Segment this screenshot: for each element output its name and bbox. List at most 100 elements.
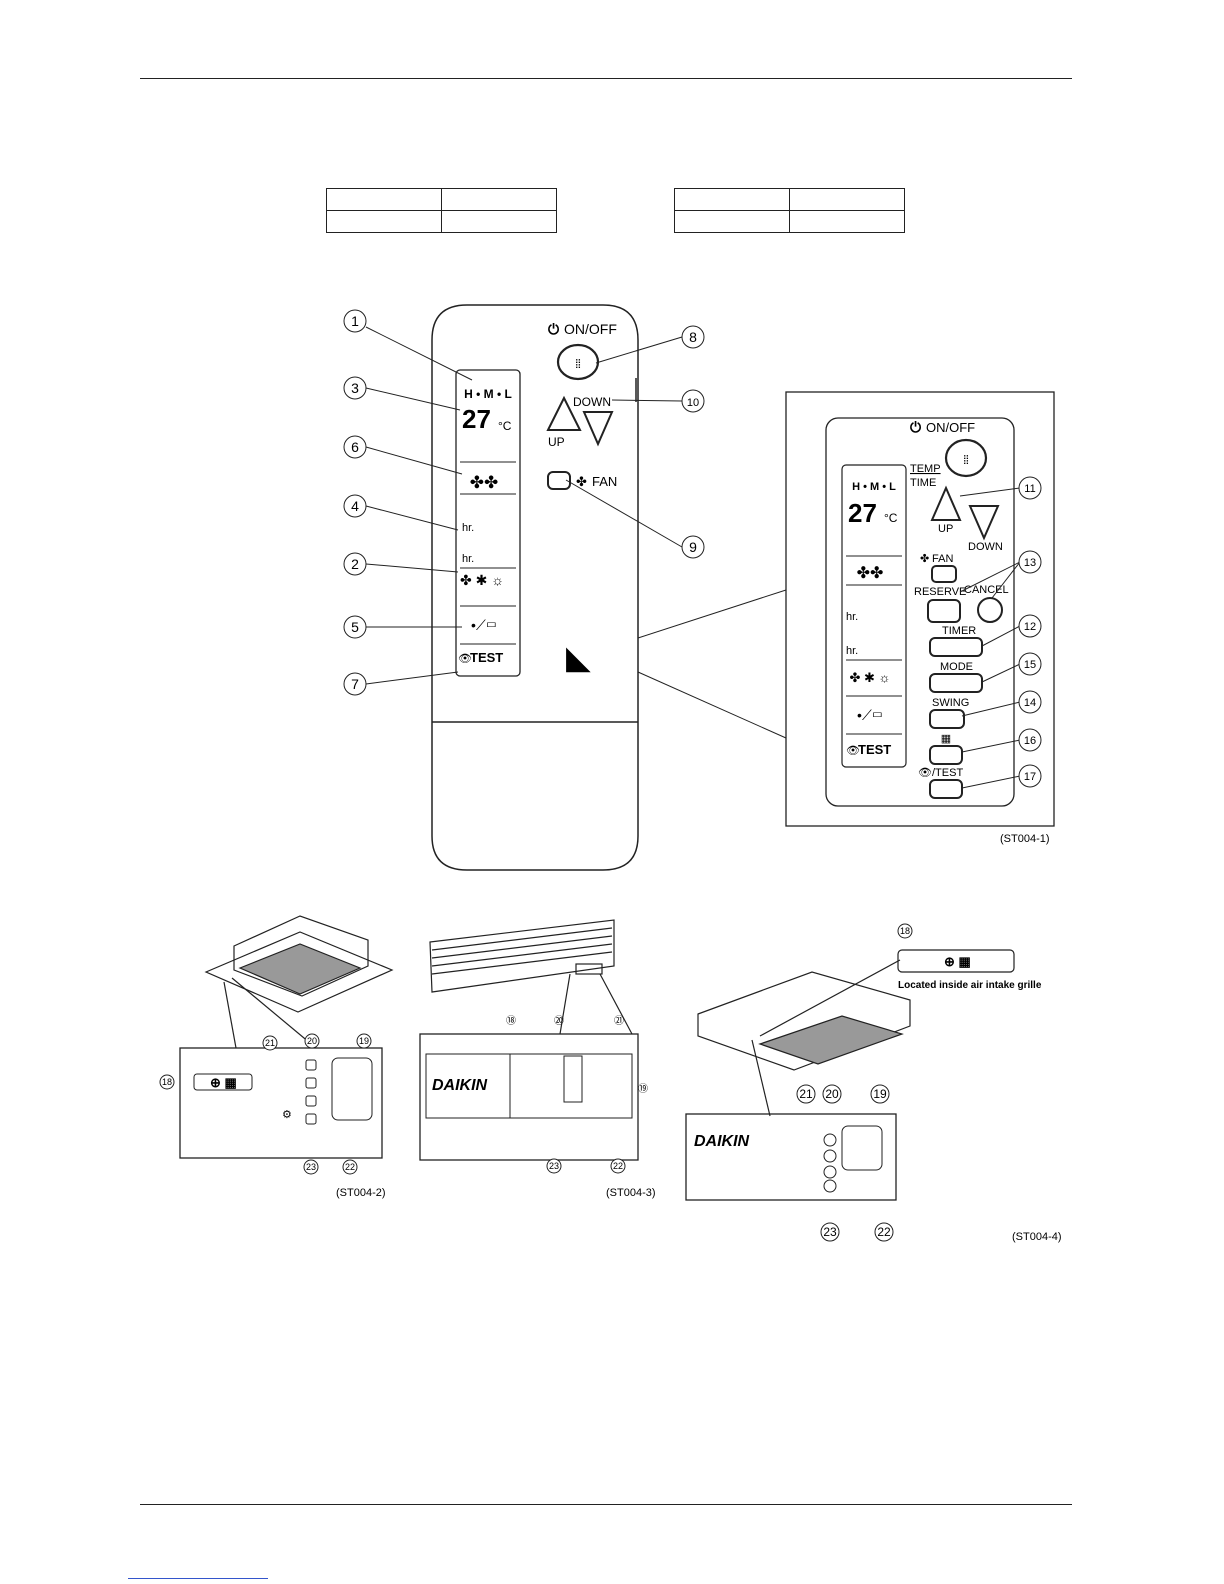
temp-down-button[interactable] <box>582 411 614 447</box>
fan-level-text: H • M • L <box>852 481 896 493</box>
brand-logo: DAIKIN <box>432 1077 488 1094</box>
up-label: UP <box>938 523 953 535</box>
dot-grid-icon: ⣿ <box>575 358 582 368</box>
callout-2: 2 <box>351 556 359 572</box>
ceiling-unit <box>697 959 911 1117</box>
cassette-unit <box>204 915 394 1049</box>
receiver-area <box>331 1057 373 1121</box>
callout-16: 16 <box>1024 735 1036 747</box>
indicator-lamp <box>305 1077 317 1089</box>
fan-level-text: H • M • L <box>464 387 512 401</box>
grid-icon: ▦ <box>941 733 951 745</box>
callout-9: 9 <box>689 539 697 555</box>
callout-8: 8 <box>689 329 697 345</box>
test-button[interactable] <box>929 779 963 799</box>
plus-icon: ⊕ ▦ <box>944 954 971 969</box>
receiver-window <box>897 949 1015 973</box>
dot-grid-icon: ⣿ <box>963 454 970 464</box>
cassette-display-panel <box>179 1047 383 1159</box>
callout-18: 18 <box>162 1077 172 1087</box>
status-icons: ⚙ <box>282 1109 292 1121</box>
brand-logo-icon: ◣ <box>565 642 591 675</box>
callout-6: 6 <box>351 439 359 455</box>
footer-rule <box>140 1504 1072 1505</box>
info-table-right <box>674 188 905 233</box>
lcd-panel: H • M • L 27 °C hr. hr. ✤✤ ✤ ✱ ☼ •⟋▭ TES… <box>455 369 521 677</box>
cancel-button[interactable] <box>977 597 1003 623</box>
zoom-line <box>637 589 787 639</box>
temp-digits: 27 <box>462 404 491 434</box>
fan-icon: ✤ <box>920 553 929 565</box>
fan-label: FAN <box>932 553 953 565</box>
remote-callout-numbers: 1 2 3 4 5 6 7 8 9 10 <box>343 309 705 696</box>
callout-10: 10 <box>687 397 699 409</box>
wall-indicators <box>563 1055 583 1103</box>
footer-link-underline[interactable] <box>128 1578 268 1579</box>
fan-icon: ✤✤ <box>857 565 884 582</box>
callout-5: 5 <box>351 619 359 635</box>
on-off-button[interactable] <box>944 438 988 478</box>
temp-unit: °C <box>498 419 512 433</box>
temp-up-button[interactable] <box>546 395 582 431</box>
mode-button[interactable] <box>929 673 983 693</box>
mode-icon: ✤ ✱ ☼ <box>460 572 504 588</box>
callout-17: 17 <box>1024 771 1036 783</box>
fan-icon: ✤✤ <box>470 473 499 492</box>
on-off-label: ON/OFF <box>926 420 975 435</box>
indicator-lamp <box>305 1059 317 1071</box>
callout-23: 23 <box>306 1162 316 1172</box>
swing-icon: •⟋▭ <box>857 707 883 723</box>
callout-14: 14 <box>1024 697 1036 709</box>
power-icon: ⏻ <box>910 419 921 435</box>
enlarged-panel: H • M • L 27 °C ✤✤ hr. hr. ✤ ✱ ☼ •⟋▭ TES… <box>785 391 1055 845</box>
fan-label: FAN <box>592 474 617 489</box>
swing-label: SWING <box>932 697 969 709</box>
swing-icon: •⟋▭ <box>471 617 497 633</box>
indicator-lamp <box>823 1133 837 1147</box>
callout-21: 21 <box>265 1038 275 1048</box>
callout-23: 23 <box>823 1225 837 1239</box>
indicator-lamp <box>305 1095 317 1107</box>
callout-20: ⑳ <box>554 1015 564 1027</box>
fan-button[interactable] <box>931 565 957 583</box>
up-button[interactable] <box>930 485 962 521</box>
reserve-label: RESERVE <box>914 586 966 598</box>
down-button[interactable] <box>968 505 1000 541</box>
timer-hr-text: hr. <box>462 522 474 534</box>
reserve-button[interactable] <box>927 599 961 623</box>
brand-logo: DAIKIN <box>694 1133 750 1150</box>
zoom-line <box>637 671 787 739</box>
fan-button[interactable] <box>547 471 571 490</box>
callout-1: 1 <box>351 313 359 329</box>
figure-caption: (ST004-1) <box>1000 833 1050 845</box>
indoor-units-figure: ⊕ ▦ ⚙ (ST004-2) DAIKIN ⑱ ⑳ ㉑ ⑲ (ST004-3)… <box>159 915 1062 1243</box>
timer-button[interactable] <box>929 637 983 657</box>
fan-icon: ✤ <box>576 474 587 489</box>
indicator-lamp <box>305 1113 317 1125</box>
receiver-window <box>193 1073 253 1091</box>
eye-icon: 👁 <box>458 653 472 665</box>
remote-buttons: ⏻ ON/OFF ⣿ UP DOWN ✤ FAN ◣ <box>546 321 637 675</box>
callout-22: 22 <box>345 1162 355 1172</box>
remote-body <box>431 304 639 871</box>
figure-caption: (ST004-2) <box>336 1187 386 1199</box>
plus-icon: ⊕ ▦ <box>210 1075 237 1090</box>
callout-19: ⑲ <box>638 1083 648 1095</box>
timer-hr-text: hr. <box>846 645 858 657</box>
header-rule <box>140 78 1072 79</box>
indicator-lamp <box>823 1165 837 1179</box>
timer-label: TIMER <box>942 625 976 637</box>
callout-21: 21 <box>799 1087 813 1101</box>
remote-controller-figure: H • M • L 27 °C hr. hr. ✤✤ ✤ ✱ ☼ •⟋▭ TES… <box>343 304 1055 871</box>
table-cell <box>441 210 557 233</box>
callout-4: 4 <box>351 498 359 514</box>
lcd-test-label: TEST <box>858 742 891 757</box>
swing-button[interactable] <box>929 709 965 729</box>
callout-22: 22 <box>613 1161 623 1171</box>
callout-13: 13 <box>1024 557 1036 569</box>
callout-18: ⑱ <box>506 1015 516 1027</box>
power-icon: ⏻ <box>548 321 559 337</box>
grid-button[interactable] <box>929 745 963 765</box>
callout-3: 3 <box>351 380 359 396</box>
down-label: DOWN <box>968 541 1003 553</box>
